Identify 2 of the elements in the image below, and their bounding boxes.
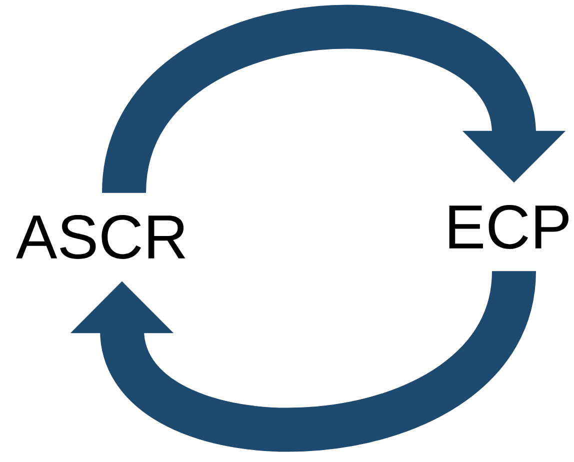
node-label: ECP [449,205,568,249]
node-label: ASCR [16,215,186,259]
